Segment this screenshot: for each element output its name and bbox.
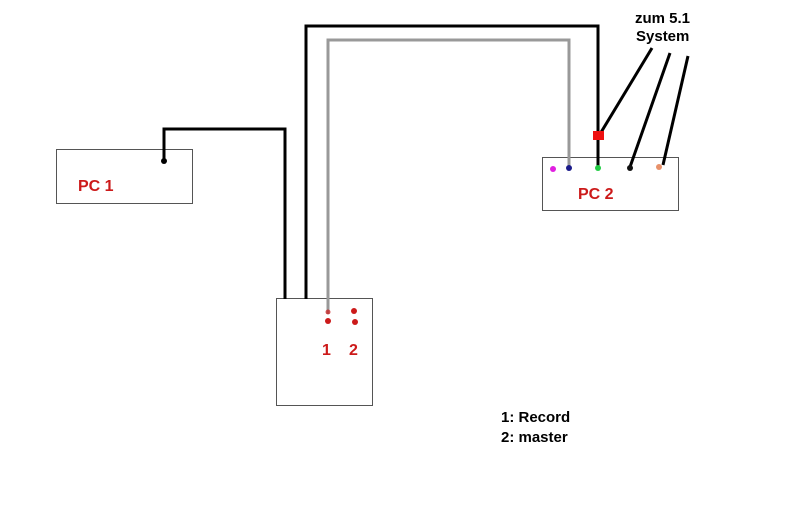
legend-item-2: 2: master (501, 429, 568, 446)
wire-mixer-to-pc2-blue (326, 38, 571, 314)
annotation-line2: System (636, 28, 689, 45)
wire-51-c (661, 55, 690, 166)
mixer-input2-label: 2 (349, 342, 358, 359)
splitter (593, 131, 604, 140)
pc1-jack (161, 158, 167, 164)
legend-item-1: 1: Record (501, 409, 570, 426)
blue-jack (566, 165, 572, 171)
black-jack (627, 165, 633, 171)
annotation-line1: zum 5.1 (635, 10, 690, 27)
pc1-label: PC 1 (78, 178, 114, 195)
pink-jack (550, 166, 556, 172)
pc1-box (56, 149, 193, 204)
mixer-input1-top (325, 309, 331, 315)
wire-mixer-to-pc2-green (304, 24, 600, 299)
mixer-input1-label: 1 (322, 342, 331, 359)
wire-51-a (598, 47, 654, 135)
green-jack (595, 165, 601, 171)
mixer-box (276, 298, 373, 406)
mixer-input2-top (351, 308, 357, 314)
wire-pc1-to-mixer (162, 127, 287, 299)
wire-51-b (628, 52, 672, 168)
mixer-input1-dot (325, 318, 331, 324)
orange-jack (656, 164, 662, 170)
pc2-label: PC 2 (578, 186, 614, 203)
pc2-box (542, 157, 679, 211)
mixer-input2-dot (352, 319, 358, 325)
